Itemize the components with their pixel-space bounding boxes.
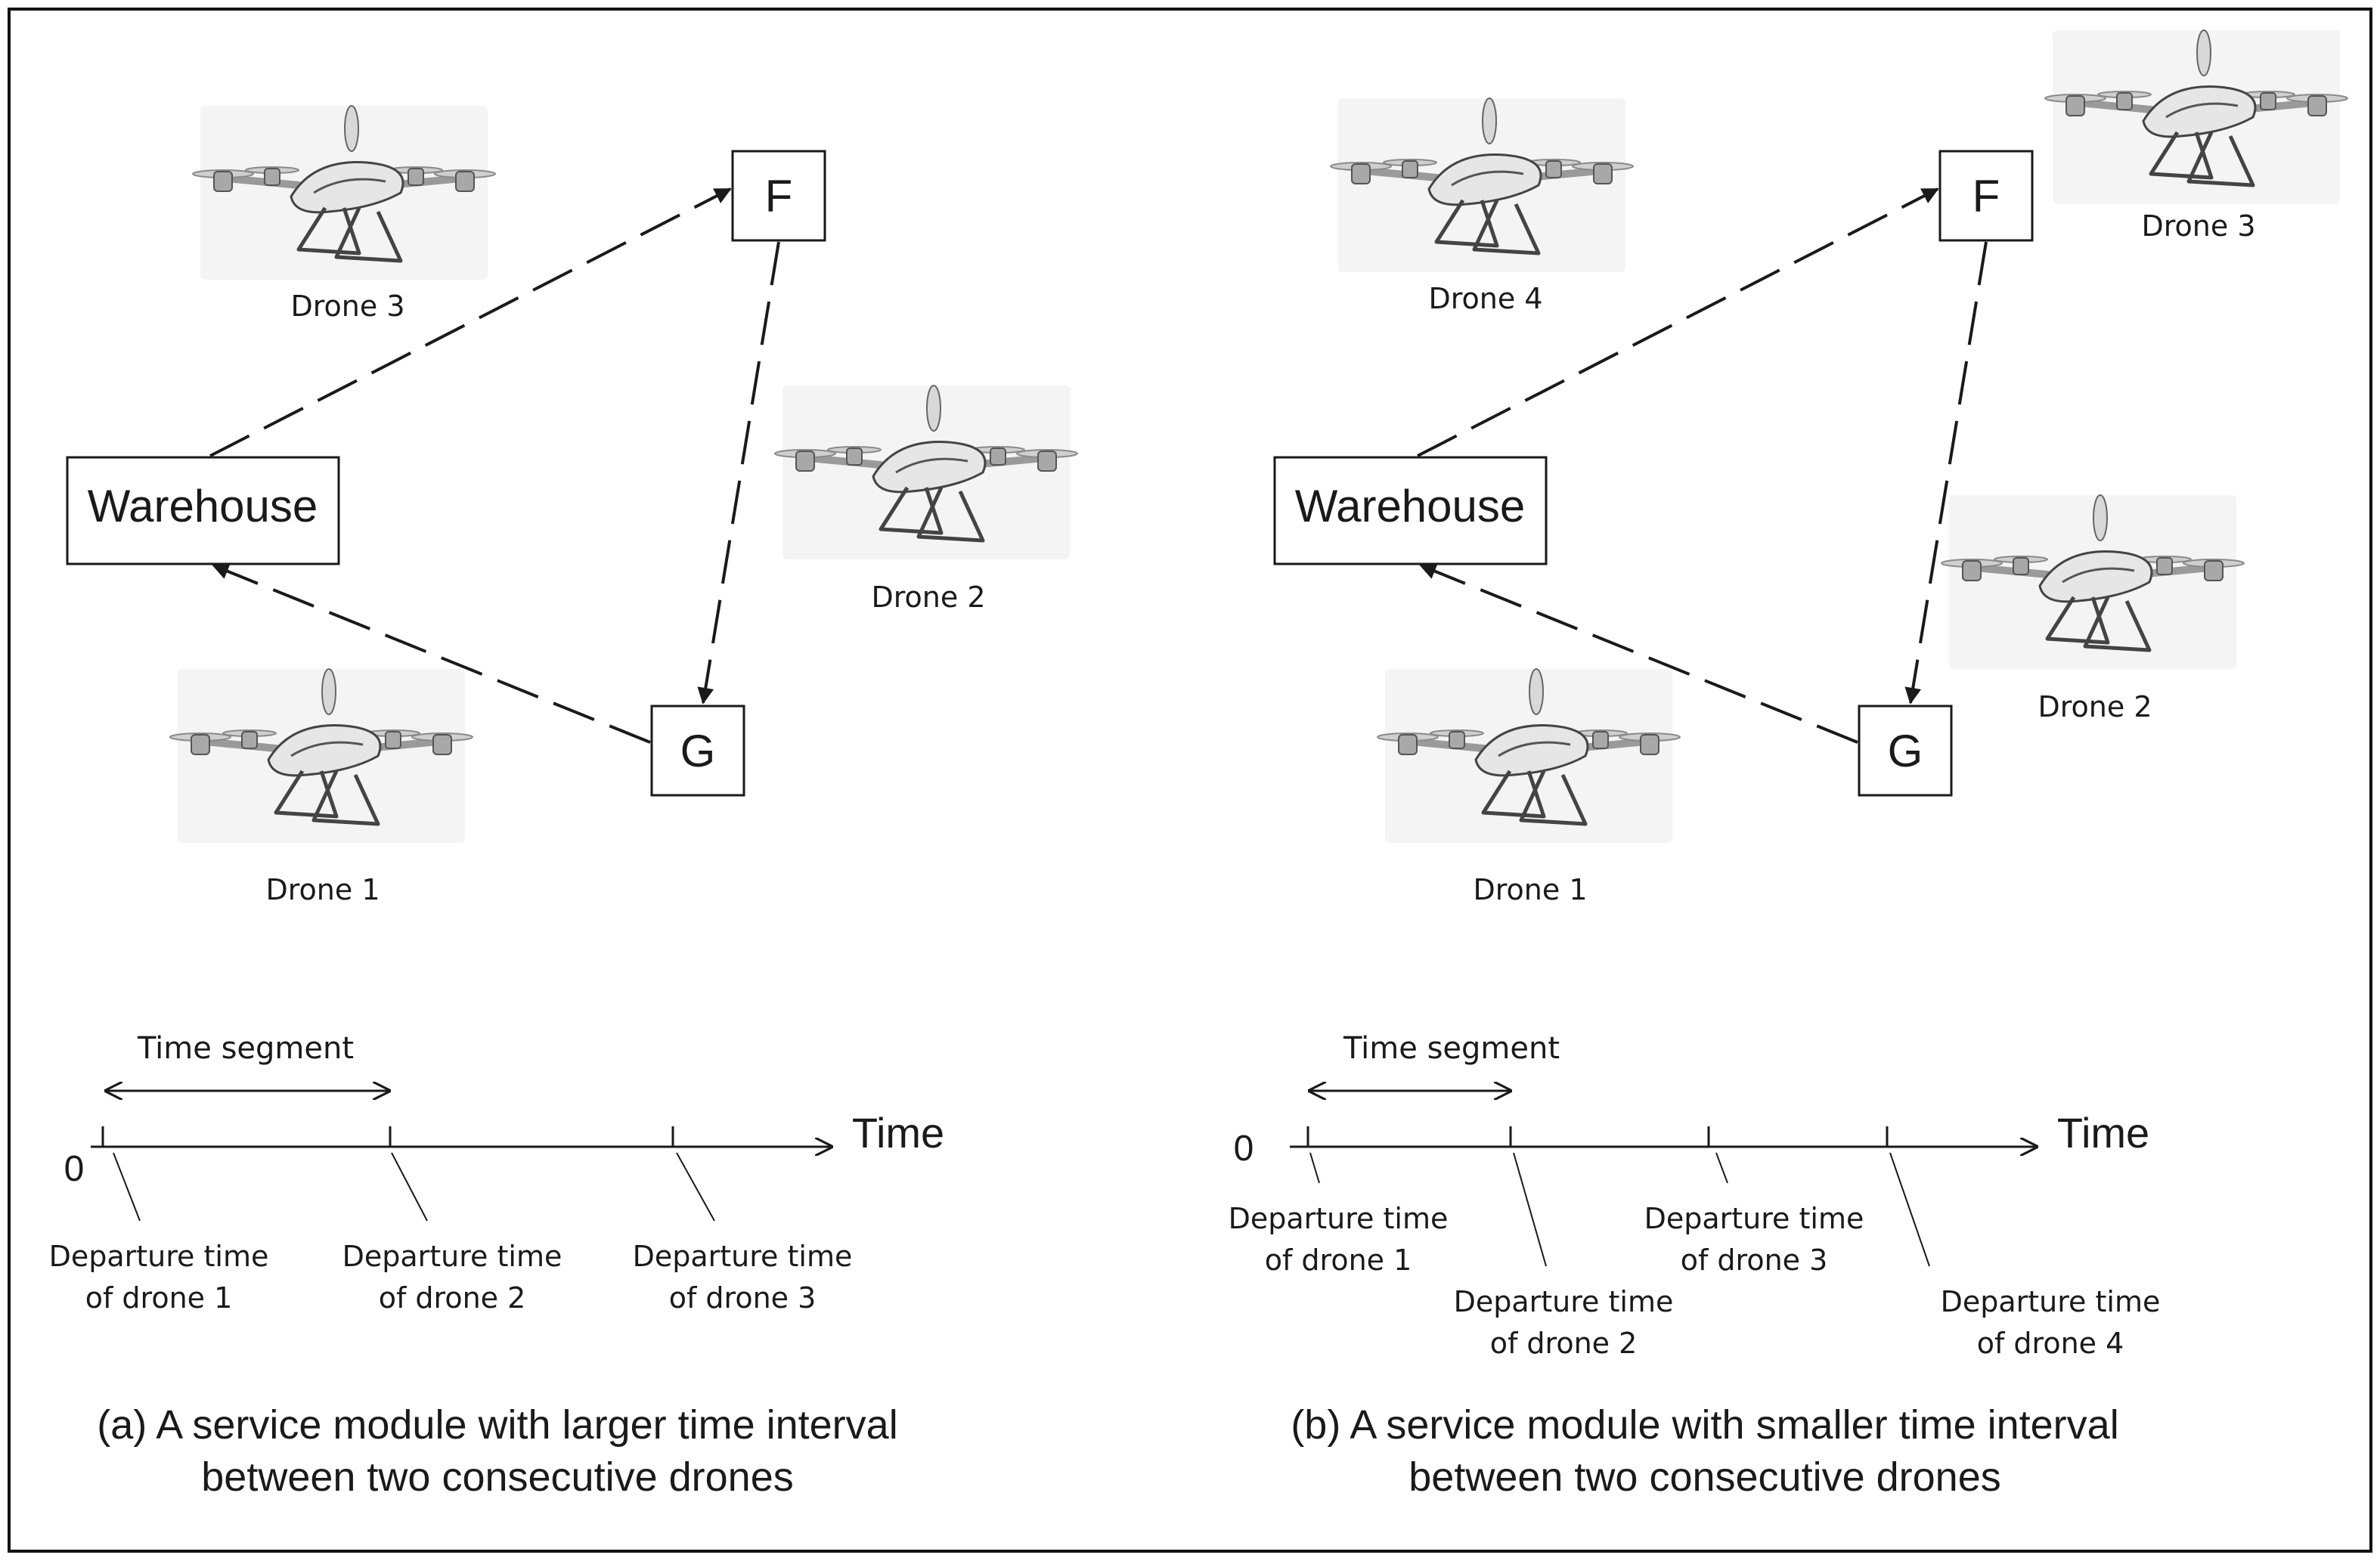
drone-label: Drone 4: [1428, 282, 1542, 315]
caption-b-line2: between two consecutive drones: [1408, 1454, 2000, 1500]
time-segment-label: Time segment: [137, 1031, 354, 1066]
node-g-label: G: [1888, 726, 1923, 776]
tick-label-line2: of drone 2: [379, 1281, 526, 1315]
node-g: G: [650, 705, 745, 797]
drone-label: Drone 2: [2038, 690, 2152, 723]
route-f-to-g: [1904, 241, 1988, 705]
time-axis-label: Time: [2057, 1109, 2149, 1157]
node-warehouse: Warehouse: [1273, 456, 1548, 565]
node-f: F: [731, 150, 826, 242]
time-segment-label: Time segment: [1343, 1031, 1560, 1066]
tick-leader: [1715, 1152, 1728, 1184]
drone-label: Drone 3: [2141, 209, 2255, 243]
panel-b: Warehouse F G Drone 4 Drone 3 Drone 2: [1229, 30, 2347, 1500]
node-g: G: [1858, 705, 1953, 797]
timeline-a: Time segment 0 Time Departure time of dr…: [49, 1031, 945, 1315]
drone-label: Drone 1: [1473, 873, 1587, 906]
drone-icon: Drone 2: [775, 386, 1077, 614]
route-warehouse-to-f: [1417, 187, 1939, 457]
tick-label-line2: of drone 1: [85, 1281, 233, 1315]
tick-label-line1: Departure time: [1229, 1202, 1449, 1235]
tick-leader: [391, 1152, 428, 1222]
tick-label-line1: Departure time: [342, 1240, 562, 1273]
caption-a-line1: (a) A service module with larger time in…: [97, 1402, 897, 1448]
tick-label-line1: Departure time: [1454, 1285, 1674, 1318]
tick-leader: [1513, 1152, 1547, 1267]
tick-label-line1: Departure time: [633, 1240, 853, 1273]
node-warehouse-label: Warehouse: [88, 481, 318, 531]
drone-label: Drone 2: [871, 581, 985, 614]
figure-frame: [8, 8, 2372, 1553]
drone-icon: Drone 1: [1377, 669, 1680, 906]
route-g-to-warehouse: [212, 563, 651, 744]
tick-leader: [1309, 1152, 1320, 1184]
node-f: F: [1938, 150, 2034, 242]
caption-a-line2: between two consecutive drones: [201, 1454, 793, 1500]
node-f-label: F: [1972, 171, 2000, 221]
route-g-to-warehouse: [1419, 563, 1858, 744]
drone-label: Drone 1: [265, 873, 380, 906]
tick-label-line2: of drone 1: [1265, 1244, 1412, 1277]
drone-icon: Drone 3: [2045, 30, 2347, 243]
drone-label: Drone 3: [290, 290, 404, 323]
time-origin-label: 0: [64, 1149, 85, 1189]
tick-leader: [113, 1152, 141, 1222]
node-f-label: F: [765, 171, 793, 221]
tick-leader: [676, 1152, 715, 1222]
tick-label-line2: of drone 3: [669, 1281, 817, 1315]
tick-label-line1: Departure time: [49, 1240, 269, 1273]
tick-label-line2: of drone 3: [1681, 1244, 1828, 1277]
tick-label-line2: of drone 2: [1490, 1327, 1638, 1360]
drone-icon: Drone 1: [170, 669, 473, 906]
time-origin-label: 0: [1234, 1129, 1254, 1169]
tick-label-line1: Departure time: [1941, 1285, 2161, 1318]
tick-label-line1: Departure time: [1644, 1202, 1864, 1235]
route-warehouse-to-f: [209, 187, 732, 457]
node-warehouse: Warehouse: [66, 456, 340, 565]
caption-b-line1: (b) A service module with smaller time i…: [1291, 1402, 2118, 1448]
time-axis-label: Time: [852, 1109, 944, 1157]
node-g-label: G: [680, 726, 716, 776]
timeline-b: Time segment 0 Time Departure time of dr…: [1229, 1031, 2161, 1360]
panel-a: Warehouse F G Drone 3 Drone 2 Drone 1: [49, 106, 1077, 1500]
drone-icon: Drone 2: [1941, 495, 2244, 723]
drone-icon: Drone 4: [1331, 98, 1633, 315]
node-warehouse-label: Warehouse: [1295, 481, 1526, 531]
tick-leader: [1889, 1152, 1930, 1267]
route-f-to-g: [697, 241, 780, 705]
drone-icon: Drone 3: [193, 106, 495, 323]
tick-label-line2: of drone 4: [1977, 1327, 2124, 1360]
